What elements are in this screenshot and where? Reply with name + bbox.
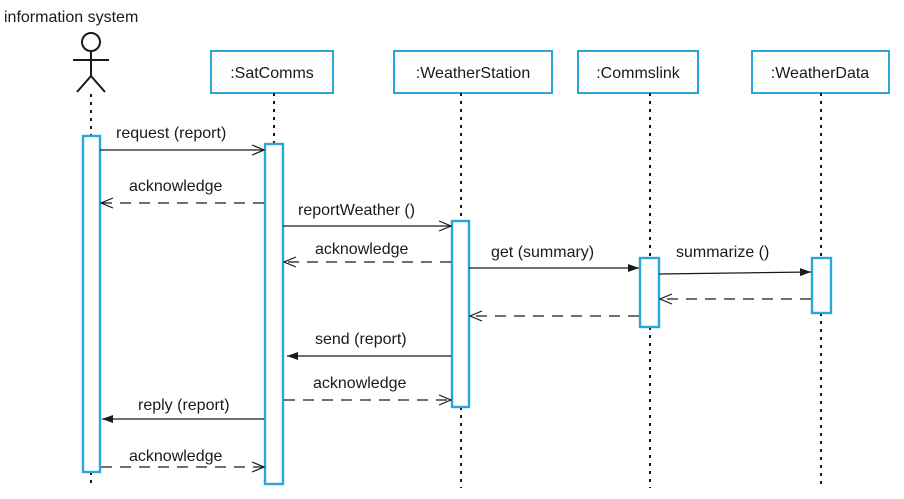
- message-reportweather: reportWeather (): [283, 202, 451, 226]
- lifeline-label: :WeatherData: [771, 65, 870, 82]
- message-summarize: summarize (): [658, 244, 812, 277]
- message-label: acknowledge: [313, 375, 407, 392]
- message-label: send (report): [315, 331, 407, 348]
- message-reply-report: reply (report): [102, 397, 264, 423]
- message-acknowledge-1: acknowledge: [101, 178, 264, 203]
- actor-figure-icon: [73, 32, 109, 93]
- message-label: request (report): [116, 125, 226, 142]
- lifeline-weatherstation: :WeatherStation: [393, 50, 553, 488]
- activation-bar-weatherstation: [450, 219, 471, 409]
- activation-bar-commslink: [638, 256, 661, 329]
- lifeline-commslink: :Commslink: [577, 50, 699, 488]
- lifeline-label: :WeatherStation: [416, 65, 530, 82]
- activation-bar-actor: [81, 134, 102, 474]
- diagram-title: information system: [4, 9, 138, 26]
- lifeline-satcomms: :SatComms: [210, 50, 334, 144]
- message-send-report: send (report): [287, 331, 451, 360]
- message-label: acknowledge: [129, 178, 223, 195]
- message-label: acknowledge: [315, 241, 409, 258]
- message-get-summary: get (summary): [469, 244, 639, 272]
- activation-bar-satcomms: [263, 142, 285, 486]
- message-acknowledge-2: acknowledge: [284, 241, 451, 262]
- message-label: summarize (): [676, 244, 769, 261]
- message-label: reportWeather (): [298, 202, 415, 219]
- message-label: get (summary): [491, 244, 594, 261]
- lifeline-label: :SatComms: [230, 65, 314, 82]
- lifeline-weatherdata: :WeatherData: [751, 50, 890, 488]
- message-request-report: request (report): [100, 125, 264, 150]
- activation-bar-weatherdata: [810, 256, 833, 315]
- message-label: acknowledge: [129, 448, 223, 465]
- message-label: reply (report): [138, 397, 230, 414]
- message-acknowledge-3: acknowledge: [284, 375, 451, 400]
- lifeline-label: :Commslink: [596, 65, 681, 82]
- message-acknowledge-4: acknowledge: [101, 448, 264, 467]
